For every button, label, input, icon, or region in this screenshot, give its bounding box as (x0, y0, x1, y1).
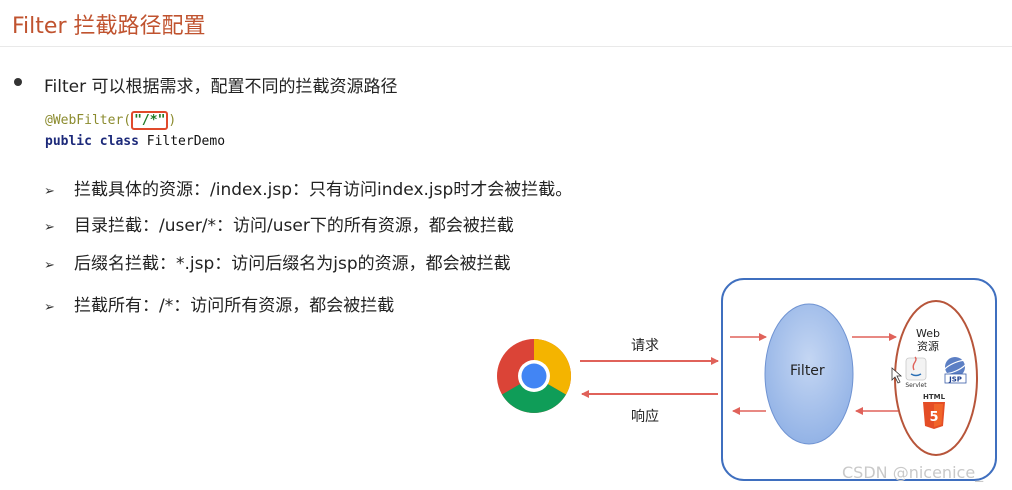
title-divider (0, 46, 1012, 47)
highlighted-path-box: "/*" (131, 111, 169, 130)
keyword-public-class: public class (45, 134, 139, 149)
arrow-bullet-icon: ➢ (44, 220, 55, 235)
page-title: Filter 拦截路径配置 (12, 14, 206, 39)
annotation-close: ) (168, 113, 177, 128)
arrow-bullet-icon: ➢ (44, 300, 55, 315)
web-resource-ellipse (894, 300, 978, 456)
web-label-line1: Web (916, 327, 940, 340)
list-item-text: 拦截所有：/*：访问所有资源，都会被拦截 (74, 296, 395, 316)
html-label: HTML (923, 393, 946, 401)
chrome-browser-icon (497, 339, 571, 413)
list-item: ➢ 后缀名拦截：*.jsp：访问后缀名为jsp的资源，都会被拦截 (44, 249, 511, 274)
code-line-annotation: @WebFilter("/*") (45, 111, 176, 130)
request-label: 请求 (631, 338, 659, 354)
response-label: 响应 (631, 409, 659, 425)
list-item: ➢ 目录拦截：/user/*：访问/user下的所有资源，都会被拦截 (44, 211, 514, 236)
class-name: FilterDemo (146, 134, 226, 149)
web-label-line2: 资源 (916, 340, 939, 353)
servlet-label: Servlet (905, 382, 927, 389)
bullet-dot (14, 78, 22, 86)
html5-number: 5 (929, 410, 938, 425)
html5-icon: HTML 5 (923, 393, 946, 429)
arrow-bullet-icon: ➢ (44, 184, 55, 199)
arrow-bullet-icon: ➢ (44, 258, 55, 273)
list-item-text: 拦截具体的资源：/index.jsp：只有访问index.jsp时才会被拦截。 (74, 180, 573, 200)
servlet-icon: Servlet (905, 356, 927, 389)
annotation-text: @WebFilter( (45, 113, 132, 128)
path-string: "/*" (134, 113, 166, 128)
code-line-class: public class FilterDemo (45, 134, 225, 150)
list-item: ➢ 拦截所有：/*：访问所有资源，都会被拦截 (44, 291, 394, 316)
filter-ellipse (764, 303, 854, 445)
filter-label: Filter (790, 363, 825, 379)
list-item: ➢ 拦截具体的资源：/index.jsp：只有访问index.jsp时才会被拦截。 (44, 175, 572, 200)
list-item-text: 目录拦截：/user/*：访问/user下的所有资源，都会被拦截 (74, 216, 514, 236)
watermark: CSDN @nicenice_ (842, 463, 984, 482)
mouse-cursor-icon (891, 367, 903, 384)
bullet-text: Filter 可以根据需求，配置不同的拦截资源路径 (44, 77, 398, 97)
list-item-text: 后缀名拦截：*.jsp：访问后缀名为jsp的资源，都会被拦截 (74, 254, 511, 274)
jsp-label: JSP (948, 376, 962, 384)
jsp-icon: JSP (942, 357, 968, 384)
